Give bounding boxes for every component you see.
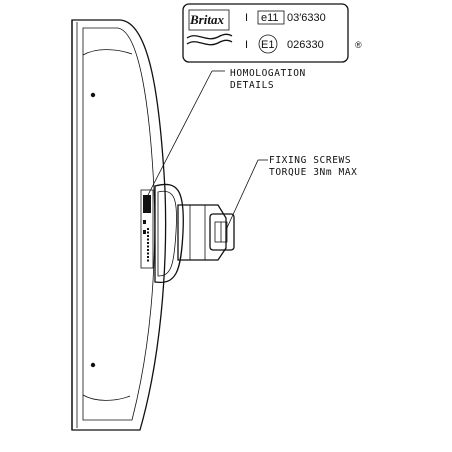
housing-label xyxy=(140,189,154,269)
row2-code: 026330 xyxy=(287,39,324,51)
row1-roman: I xyxy=(245,12,248,24)
brand-name: Britax xyxy=(189,12,224,27)
plate-outline xyxy=(182,3,349,63)
row1-mark: e11 xyxy=(261,12,279,24)
row2-roman: I xyxy=(245,39,248,51)
housing-label-logo xyxy=(143,195,151,213)
callout-leaders xyxy=(147,70,268,231)
row1-code: 03′6330 xyxy=(287,12,326,24)
brand-logo: Britax xyxy=(186,9,233,46)
upper-screw-dot xyxy=(90,92,96,98)
mount-end-cap xyxy=(209,213,235,251)
homologation-leader xyxy=(147,70,213,196)
fixing-label-line1: FIXING SCREWS xyxy=(269,155,351,166)
brand-wave-lower xyxy=(186,39,233,46)
mount-stem xyxy=(177,204,227,261)
brand-wave-upper xyxy=(186,33,233,40)
bottom-cap-line xyxy=(82,394,131,401)
mirror-head xyxy=(71,19,167,431)
homologation-plate: Britax I e11 03′6330 I E1 026330 ® xyxy=(182,3,362,63)
mirror-mount xyxy=(154,183,235,284)
mount-base-collar xyxy=(154,183,184,284)
row2-mark: E1 xyxy=(261,39,274,51)
top-cap-line xyxy=(82,49,133,56)
row2-mark-circle xyxy=(258,34,278,54)
row1-mark-box xyxy=(257,10,285,25)
registered-mark: ® xyxy=(355,40,362,50)
homologation-label-line2: DETAILS xyxy=(230,80,274,91)
housing-label-mark-1 xyxy=(143,220,146,224)
fixing-label-line2: TORQUE 3Nm MAX xyxy=(269,167,357,178)
fixing-leader xyxy=(225,159,259,231)
mirror-shell-outline xyxy=(71,19,167,431)
housing-label-outline xyxy=(140,189,154,269)
mirror-bezel-inner xyxy=(82,27,156,421)
lower-screw-dot xyxy=(90,362,96,368)
mount-base-inner xyxy=(157,190,177,277)
housing-label-mark-2 xyxy=(143,230,146,234)
homologation-label-line1: HOMOLOGATION xyxy=(230,68,306,79)
